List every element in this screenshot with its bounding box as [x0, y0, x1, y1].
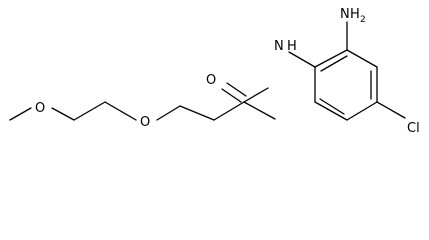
ring-bond-5	[314, 101, 348, 121]
bond-layer	[9, 21, 406, 121]
ring-double-1	[320, 55, 348, 72]
bond-c-c-4	[243, 101, 276, 120]
atom-amino-nitrogen: N	[340, 7, 350, 22]
bond-c-n	[243, 87, 269, 103]
bond-ring-cl	[376, 101, 406, 119]
ring-bond-4	[346, 101, 378, 121]
bond-carbonyl-1	[221, 88, 242, 103]
bond-o2-c	[156, 105, 181, 121]
atom-chlorine: Cl	[407, 121, 420, 136]
bond-c-o2	[104, 101, 137, 121]
ring-bond-2	[346, 49, 378, 68]
bond-c-c-2	[179, 105, 215, 121]
bond-methyl-o1	[9, 107, 32, 121]
atom-labels: O N H N H 2 Cl O O	[35, 7, 420, 136]
bond-c-c-1	[73, 101, 106, 121]
ring-double-3	[319, 98, 345, 115]
atom-amide-hydrogen: H	[287, 39, 297, 54]
atom-amide-nitrogen: N	[274, 39, 284, 54]
atom-ether-oxygen-2: O	[140, 115, 150, 130]
atom-ether-oxygen-1: O	[35, 101, 45, 116]
atom-carbonyl-oxygen: O	[206, 73, 216, 88]
bond-n-ring	[288, 51, 316, 68]
chemical-structure: O N H N H 2 Cl O O	[9, 7, 420, 136]
bond-c-c-3	[213, 101, 245, 121]
bond-o1-c	[51, 107, 75, 121]
atom-amino-subscript: 2	[360, 15, 366, 25]
ring-bond-1	[314, 49, 348, 68]
bond-carbonyl-2	[226, 82, 247, 97]
atom-amino-hydrogen: H	[350, 7, 360, 22]
